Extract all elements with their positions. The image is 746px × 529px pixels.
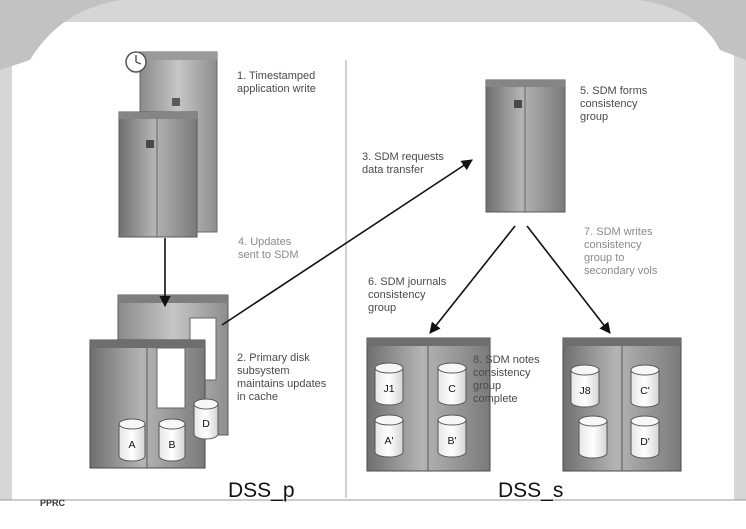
step-label-line: 8. SDM notes (473, 354, 540, 366)
disk-drive: C (437, 362, 467, 406)
step-label-line: in cache (237, 391, 278, 403)
primary-subsystem-name: DSS_p (228, 479, 295, 502)
disk-drive-label: C (448, 383, 456, 395)
step-label-line: group (473, 380, 501, 392)
step-label-line: 6. SDM journals (368, 276, 447, 288)
step-label-line: 7. SDM writes (584, 226, 653, 238)
disk-drive: J1 (374, 362, 404, 406)
disk-drive-label: A (128, 439, 135, 451)
step-label-line: group (580, 111, 608, 123)
disk-drive: D' (630, 415, 660, 459)
step-label-line: 5. SDM forms (580, 85, 648, 97)
step-label-line: consistency (368, 289, 426, 301)
disk-drive: D (193, 398, 219, 440)
step-label-line: consistency (473, 367, 531, 379)
disk-drive: J8 (570, 364, 600, 408)
disk-drive-label: B (168, 439, 175, 451)
arrows (159, 159, 611, 334)
step-label-line: application write (237, 83, 316, 95)
step-label-line: consistency (584, 239, 642, 251)
step-label-line: 1. Timestamped (237, 70, 315, 82)
step-label-line: 3. SDM requests (362, 151, 444, 163)
arrow-data-transfer (221, 159, 473, 326)
step-label-line: group (368, 302, 396, 314)
footer-label: PPRC (40, 498, 66, 508)
step-label-line: sent to SDM (238, 249, 299, 261)
primary-host-server (118, 51, 218, 238)
disk-drive-label: J1 (383, 383, 394, 395)
step-label-line: complete (473, 393, 518, 405)
disk-drive: C' (630, 364, 660, 408)
step-label-line: secondary vols (584, 265, 658, 277)
disk-drive: B' (437, 414, 467, 458)
step-label-line: data transfer (362, 164, 424, 176)
disk-drive-label: C' (640, 385, 650, 397)
disk-drive-label: A' (384, 435, 393, 447)
disk-drive: A' (374, 414, 404, 458)
secondary-subsystem-name: DSS_s (498, 479, 563, 502)
disk-drive: A (118, 418, 146, 462)
arrow-secondary-write (526, 225, 611, 334)
step-label-line: maintains updates (237, 378, 327, 390)
clock-icon (125, 51, 147, 73)
arrow-journal (429, 225, 516, 334)
step-label-line: consistency (580, 98, 638, 110)
disk-drive-label: J8 (579, 385, 590, 397)
disk-drive: B (158, 418, 186, 462)
step-label-line: 4. Updates (238, 236, 292, 248)
step-label-line: subsystem (237, 365, 290, 377)
step-label-line: 2. Primary disk (237, 352, 310, 364)
disk-drive (578, 415, 608, 459)
step-label-line: group to (584, 252, 624, 264)
disk-drive-label: B' (447, 435, 456, 447)
disk-drive-label: D (202, 418, 210, 430)
disk-drive-label: D' (640, 436, 650, 448)
sdm-host-server (485, 79, 566, 213)
